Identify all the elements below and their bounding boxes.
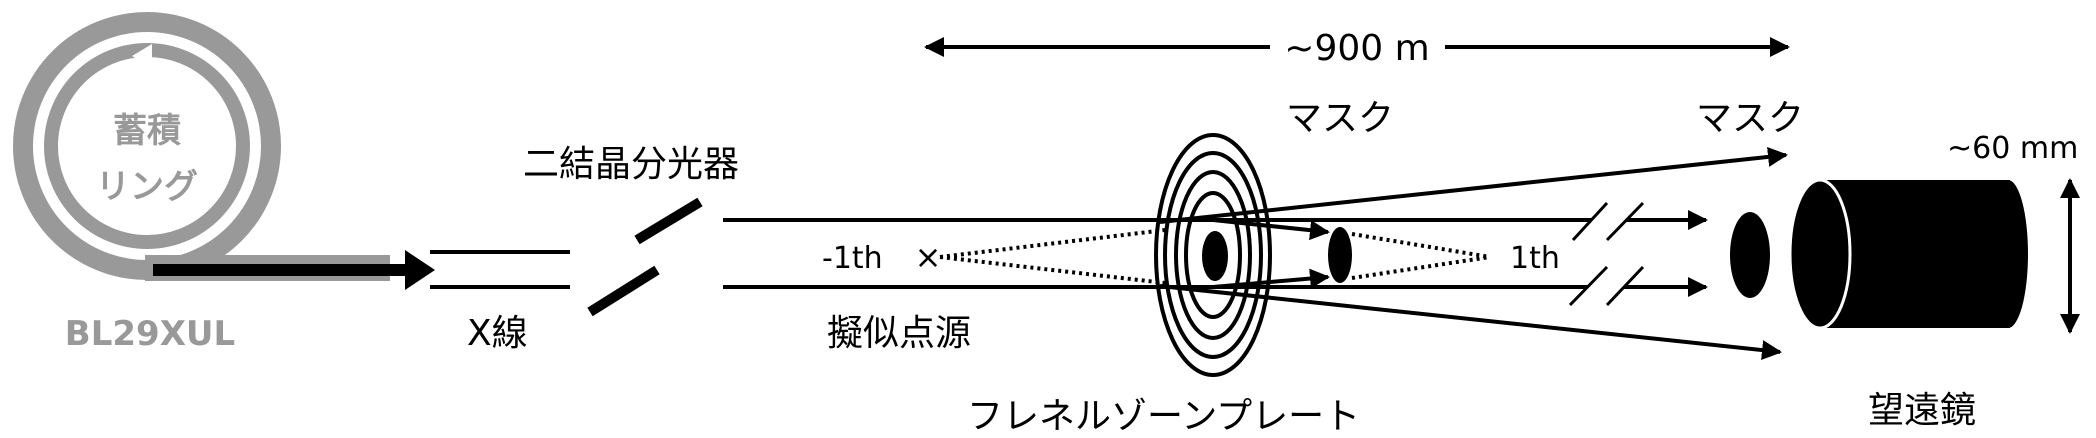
ring-outer <box>13 12 281 280</box>
dotted-ray-upper-right <box>1351 232 1491 259</box>
focus-ray-upper <box>1212 218 1330 241</box>
ring-label-1: 蓄積 <box>113 111 181 151</box>
diverging-ray-upper <box>1159 146 1788 224</box>
mask-1 <box>1328 227 1352 283</box>
mask-2-label: マスク <box>1696 98 1804 139</box>
telescope-label: 望遠鏡 <box>1868 390 1976 431</box>
fresnel-zone-plate <box>1154 133 1272 377</box>
xray-label: X線 <box>467 313 528 354</box>
beamline-label: BL29XUL <box>65 314 235 354</box>
distance-label: ~900 m <box>1284 28 1429 69</box>
fresnel-zone-plate-label: フレネルゾーンプレート <box>967 396 1360 437</box>
ring-label-2: リング <box>96 167 198 207</box>
minus-first-order-label: -1th <box>822 241 883 276</box>
first-order-label: 1th <box>1510 241 1560 276</box>
storage-ring: 蓄積 リング BL29XUL <box>13 12 390 354</box>
mask-2 <box>1730 212 1770 298</box>
monochromator-label: 二結晶分光器 <box>523 144 739 185</box>
dotted-ray-upper-left <box>939 228 1166 259</box>
diverging-ray-lower <box>1159 284 1782 361</box>
pseudo-point-source-label: 擬似点源 <box>827 313 971 354</box>
aperture-label: ~60 mm <box>1947 131 2078 166</box>
virtual-source-x-icon: × <box>915 238 942 276</box>
ring-direction-arrow-icon <box>132 44 152 68</box>
dotted-ray-lower-right <box>1351 255 1491 280</box>
mask-1-label: マスク <box>1286 98 1394 139</box>
telescope <box>1788 178 2028 330</box>
dotted-ray-lower-left <box>939 255 1166 285</box>
crystal-1 <box>634 197 703 245</box>
crystal-2 <box>587 265 660 317</box>
zone-plate-center-stop <box>1202 231 1228 281</box>
xray-arrowhead-icon <box>405 250 435 290</box>
focus-ray-lower <box>1212 268 1330 289</box>
distance-break-mark <box>1568 201 1645 307</box>
